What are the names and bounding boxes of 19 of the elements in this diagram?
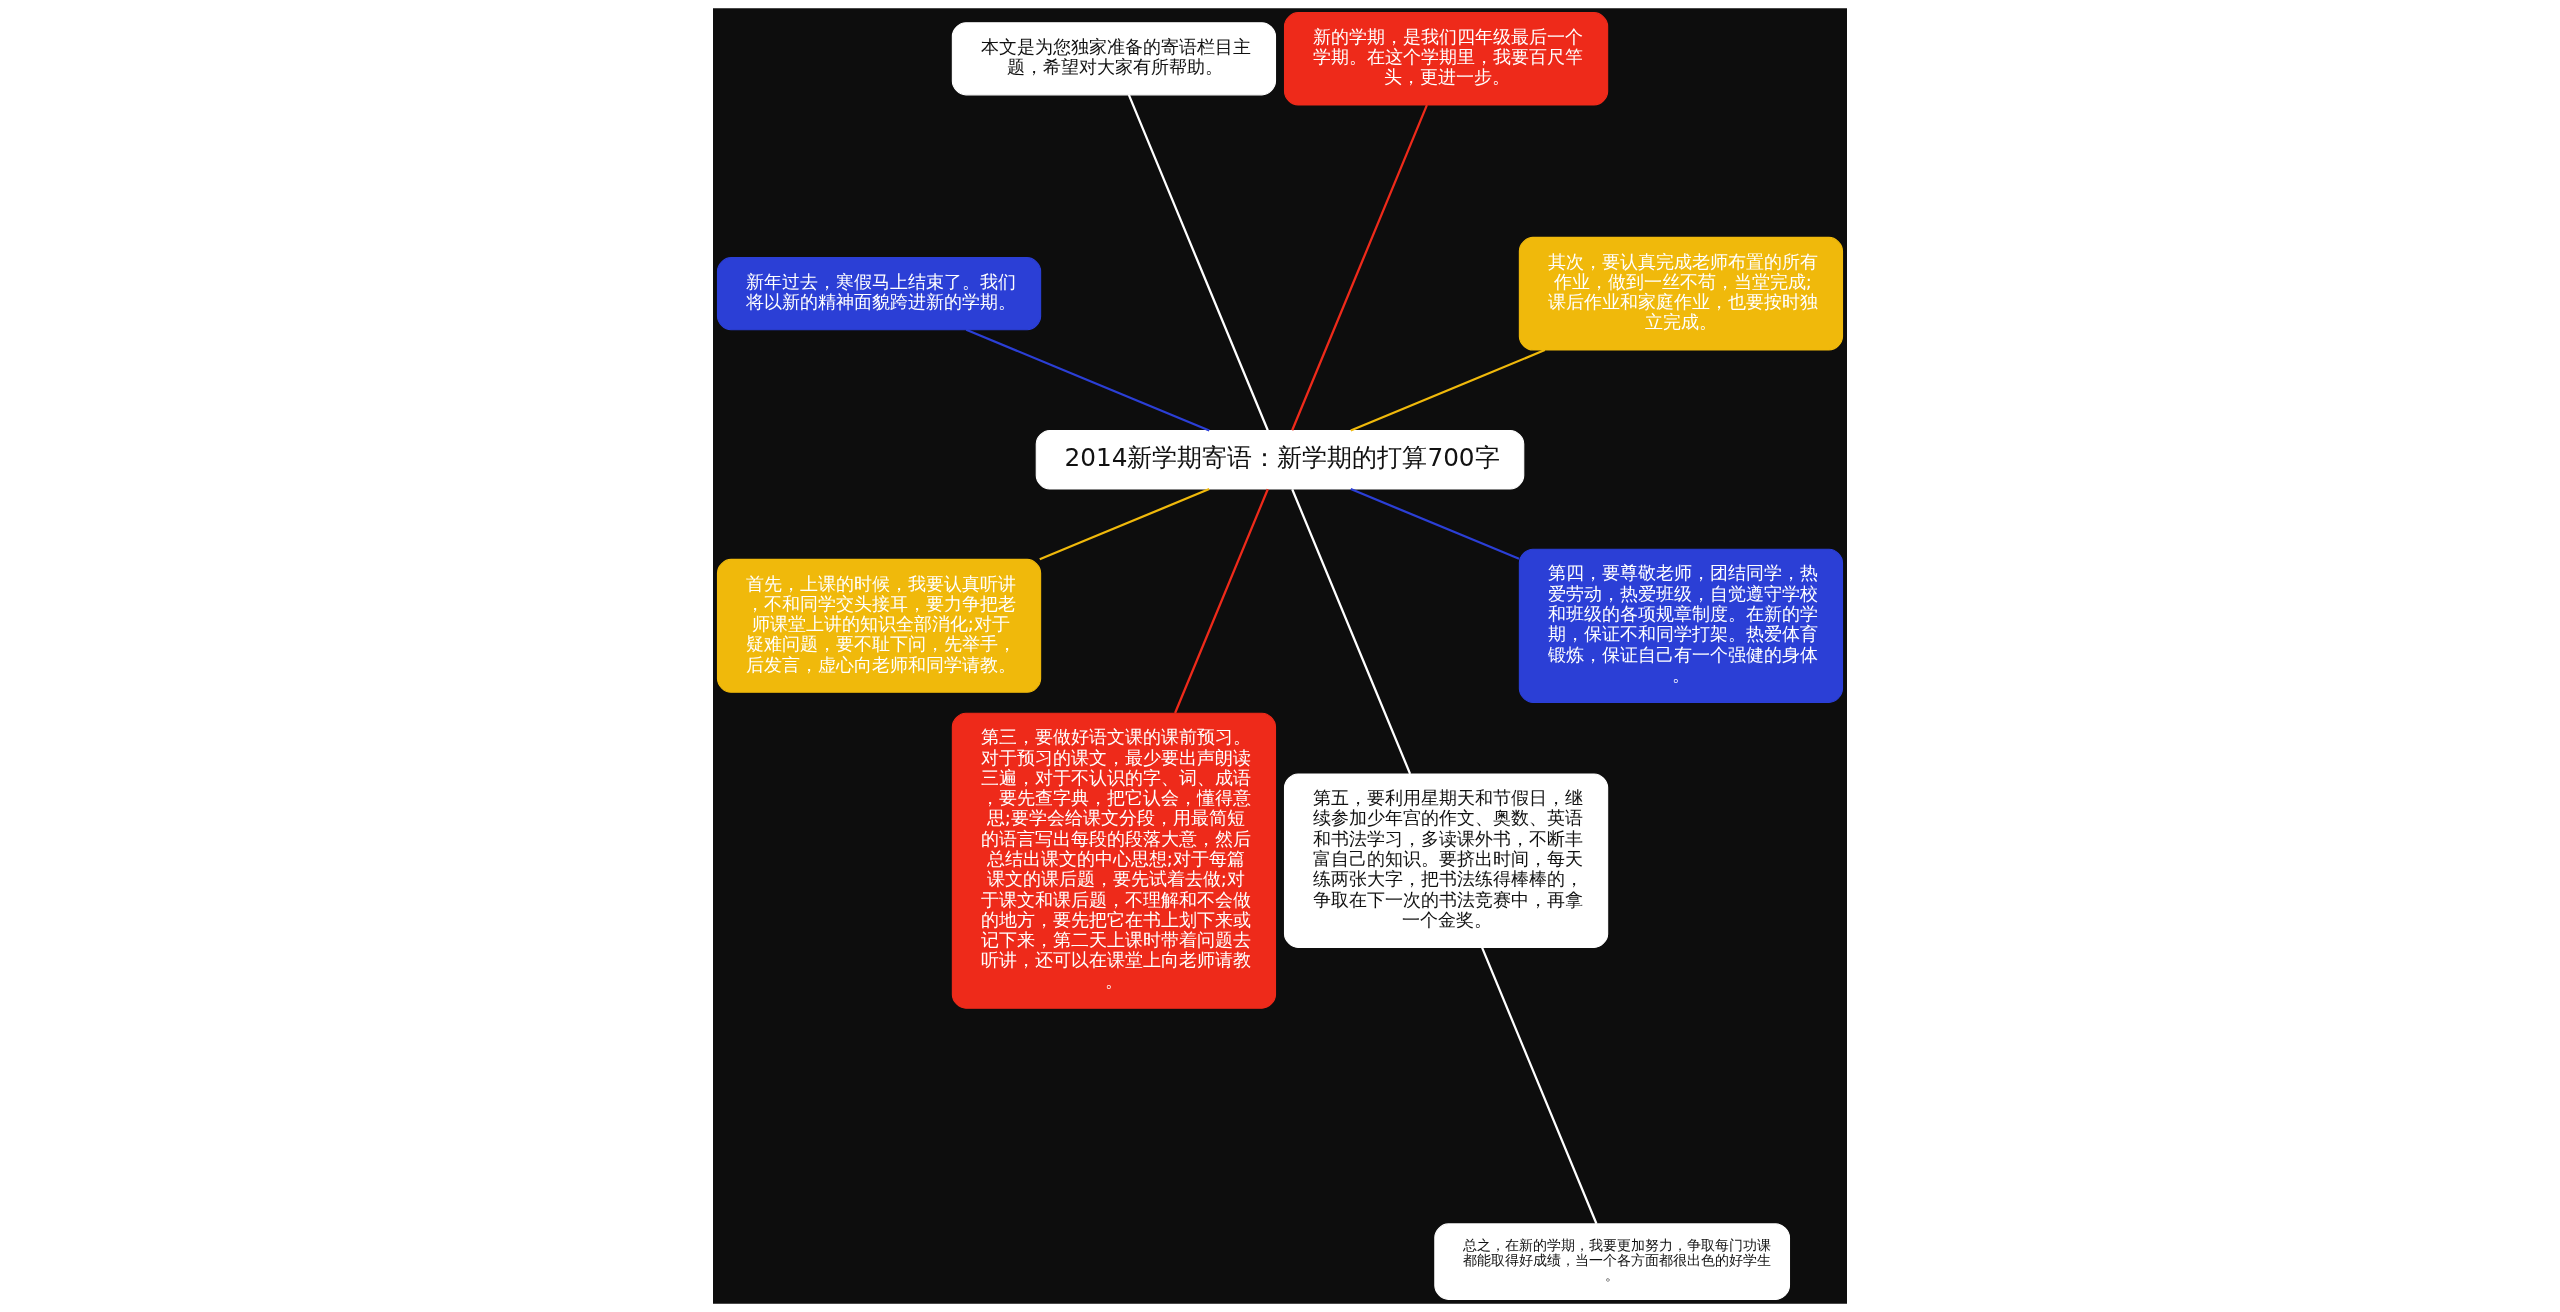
node-box: 新的学期，是我们四年级最后一个学期。在这个学期里，我要百尺竿头，更进一步。: [1283, 12, 1609, 106]
connector: [1291, 104, 1428, 431]
connector: [965, 328, 1210, 432]
connector: [1174, 488, 1269, 714]
node-box: 首先，上课的时候，我要认真听讲，不和同学交头接耳，要力争把老师课堂上讲的知识全部消化;对于疑难问题，要不耻下问，先举手，后发言，虚心向老师和同学请教。: [716, 558, 1042, 693]
connector: [1127, 94, 1269, 431]
connector: [1350, 349, 1546, 432]
node-box: 第四，要尊敬老师，团结同学，热爱劳动，热爱班级，自觉遵守学校和班级的各项规章制度。在新的学期，保证不和同学打架。热爱体育锻炼，保证自己有一个强健的身体。: [1518, 548, 1844, 703]
node-box: 第三，要做好语文课的课前预习。对于预习的课文，最少要出声朗读三遍，对于不认识的字、词、成语，要先查字典，把它认会，懂得意思;要学会给课文分段，用最简短的语言写出每段的段落大意，然后总结出课文的中心思想;对于每篇课文的课后题，要先试着去做;对于课文和课后题，不理解和不会做的地方，要先把它在书上划下来或记下来，第二天上课时带着问题去听讲，还可以在课堂上向老师请教。: [951, 712, 1277, 1009]
node-box: 2014新学期寄语：新学期的打算700字: [1035, 429, 1525, 490]
connector: [1350, 488, 1520, 560]
node-box: 本文是为您独家准备的寄语栏目主题，希望对大家有所帮助。: [951, 22, 1277, 96]
node-box: 总之，在新的学期，我要更加努力，争取每门功课都能取得好成绩，当一个各方面都很出色的好学生。: [1434, 1223, 1791, 1300]
node-box: 其次，要认真完成老师布置的所有作业，做到一丝不苟，当堂完成;课后作业和家庭作业，也要按时独立完成。: [1518, 236, 1844, 351]
connector: [1481, 947, 1598, 1225]
node-box: 新年过去，寒假马上结束了。我们将以新的精神面貌跨进新的学期。: [716, 257, 1042, 331]
connector: [1039, 488, 1210, 561]
connector: [1291, 488, 1412, 775]
node-box: 第五，要利用星期天和节假日，继续参加少年宫的作文、奥数、英语和书法学习，多读课外书，不断丰富自己的知识。要挤出时间，每天练两张大字，把书法练得棒棒的，争取在下一次的书法竞赛中，再拿一个金奖。: [1283, 773, 1609, 948]
